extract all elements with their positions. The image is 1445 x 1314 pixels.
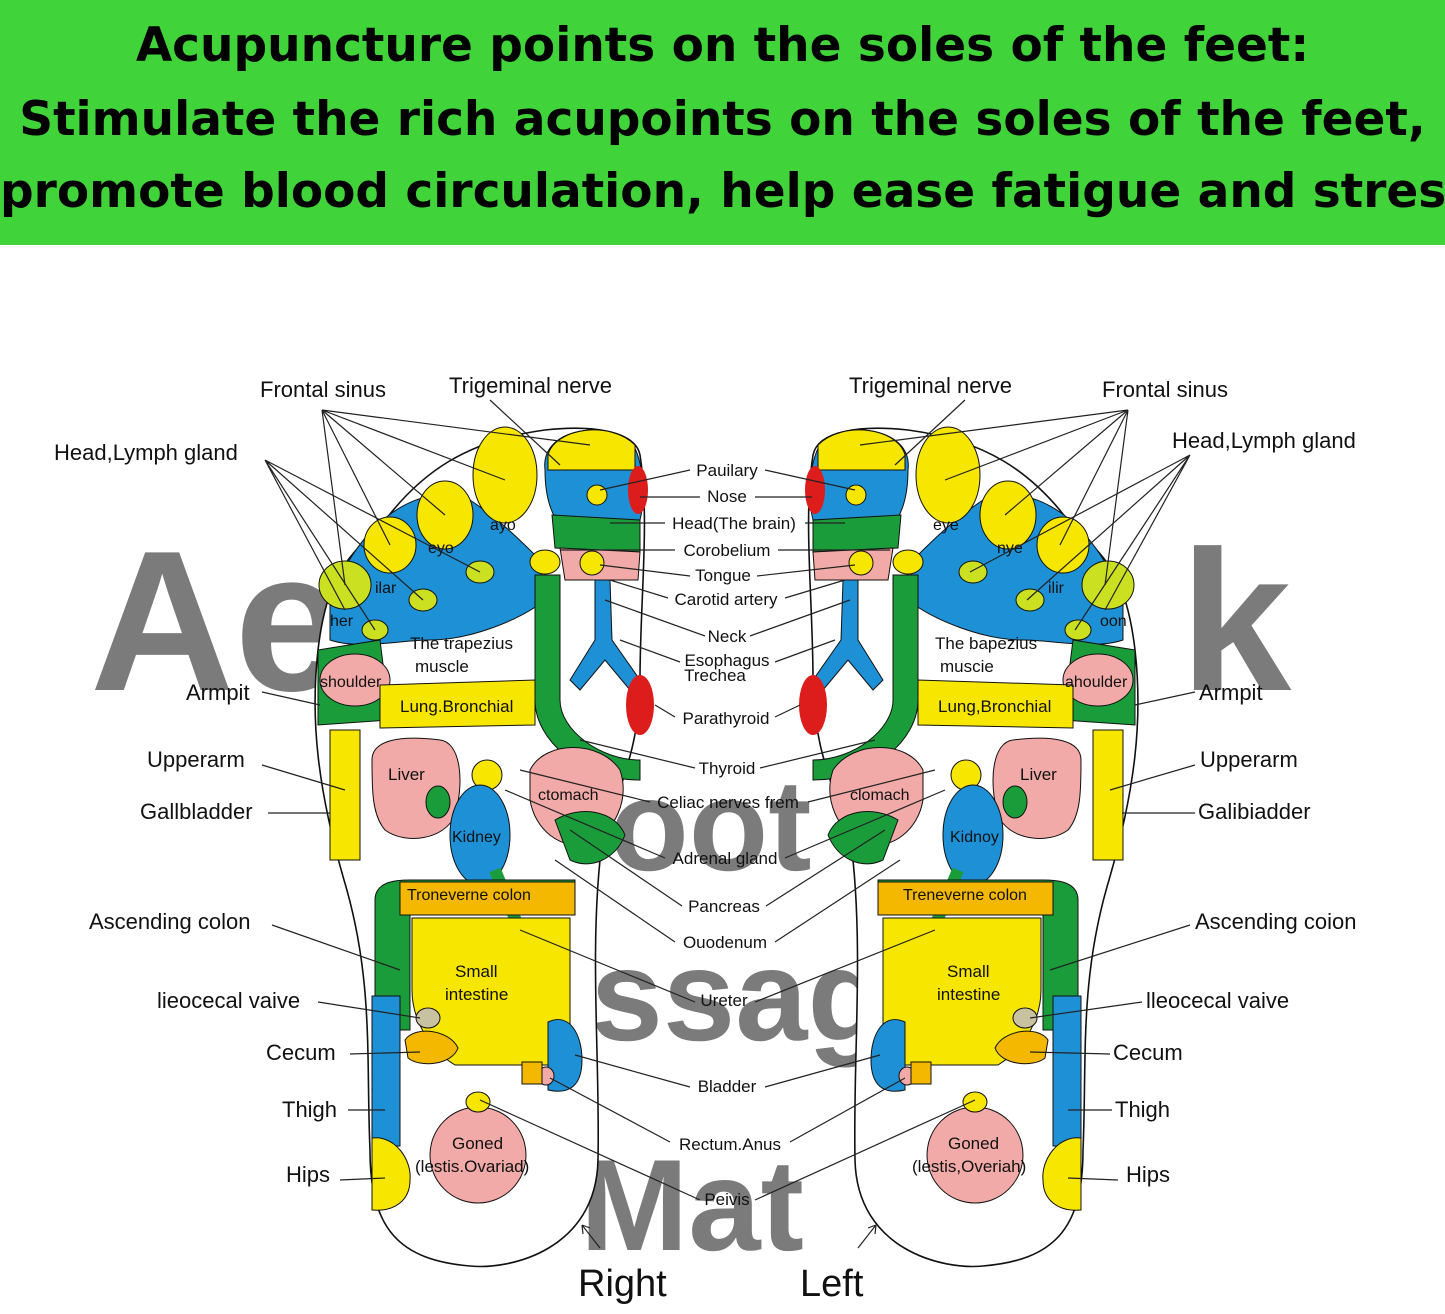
left-other-label: oon — [1100, 613, 1127, 630]
right-cecum-label: Cecum — [1113, 1040, 1183, 1065]
left-shoulder-label: ahoulder — [1065, 674, 1128, 691]
banner-line-2: Stimulate the rich acupoints on the sole… — [19, 92, 1426, 147]
left-gallbladder-label: Gallbladder — [140, 799, 253, 824]
center-label: Head(The brain) — [672, 514, 796, 533]
left-colon-label: Treneverne colon — [903, 887, 1027, 904]
watermark-word-1: Ae — [90, 510, 346, 733]
right-small-intestine-1: Small — [455, 962, 498, 981]
left-trigeminal-label: Trigeminal nerve — [449, 373, 612, 398]
title-banner: Acupuncture points on the soles of the f… — [0, 0, 1445, 245]
right-gallbladder-label: Galibiadder — [1198, 799, 1311, 824]
center-label: Adrenal gland — [673, 849, 778, 868]
center-label: Esophagus — [684, 651, 769, 670]
right-stomach-label: ctomach — [538, 787, 598, 804]
right-head-lymph-label: Head,Lymph gland — [1172, 428, 1356, 453]
right-colon-label: Troneverne colon — [407, 887, 531, 904]
center-labels: Pauilary Nose Head(The brain) Corobelium… — [657, 461, 799, 1209]
center-label: Pauilary — [696, 461, 758, 480]
center-label: Peivis — [704, 1190, 749, 1209]
right-foot: ayo eyo ilar her The trapezius muscle sh… — [315, 427, 654, 1266]
right-eye2-label: eyo — [428, 540, 454, 557]
left-gonad-1: Goned — [948, 1134, 999, 1153]
watermark-word-5: Mat — [580, 1132, 804, 1278]
center-label: Carotid artery — [675, 590, 778, 609]
right-eye-label: ayo — [490, 517, 516, 534]
right-lung-label: Lung.Bronchial — [400, 697, 513, 716]
left-small-intestine-2: intestine — [937, 985, 1000, 1004]
left-ear-label: ilir — [1048, 580, 1065, 597]
right-ear-label: ilar — [375, 580, 397, 597]
left-eye-label: eye — [933, 517, 959, 534]
center-label: Bladder — [698, 1077, 757, 1096]
left-stomach-label: clomach — [850, 787, 910, 804]
center-label: Corobelium — [684, 541, 771, 560]
center-label: Parathyroid — [683, 709, 770, 728]
left-foot: eye nye ilir oon The bapezius muscie aho… — [799, 427, 1138, 1266]
left-hips-label: Hips — [286, 1162, 330, 1187]
right-hips-label: Hips — [1126, 1162, 1170, 1187]
watermark-word-2: k — [1180, 510, 1292, 733]
right-trapezius-label-2: muscle — [415, 657, 469, 676]
right-ascending-colon-label: Ascending coion — [1195, 909, 1356, 934]
leader-lines — [261, 399, 1196, 1249]
right-thigh-label: Thigh — [1115, 1097, 1170, 1122]
left-upperarm-label: Upperarm — [147, 747, 245, 772]
center-label: Ureter — [700, 991, 748, 1010]
right-other-label: her — [330, 613, 354, 630]
left-head-lymph-label: Head,Lymph gland — [54, 440, 238, 465]
center-label: Ouodenum — [683, 933, 767, 952]
right-armpit-label: Armpit — [1199, 680, 1263, 705]
right-trapezius-label-1: The trapezius — [410, 634, 513, 653]
right-frontal-sinus-label: Frontal sinus — [1102, 377, 1228, 402]
center-label: Nose — [707, 487, 747, 506]
left-thigh-label: Thigh — [282, 1097, 337, 1122]
right-gonad-2: (lestis.Ovariad) — [415, 1157, 529, 1176]
left-ileocecal-label: lieocecal vaive — [157, 988, 300, 1013]
center-label: Pancreas — [688, 897, 760, 916]
right-kidney-label: Kidney — [452, 829, 501, 846]
right-ileocecal-label: lleocecal vaive — [1146, 988, 1289, 1013]
banner-line-1: Acupuncture points on the soles of the f… — [135, 18, 1310, 73]
left-gonad-2: (lestis,Overiah) — [912, 1157, 1026, 1176]
right-small-intestine-2: intestine — [445, 985, 508, 1004]
center-label: Thyroid — [699, 759, 756, 778]
right-trigeminal-label: Trigeminal nerve — [849, 373, 1012, 398]
center-label: Celiac nerves frem — [657, 793, 799, 812]
center-label: Neck — [708, 627, 747, 646]
left-cecum-label: Cecum — [266, 1040, 336, 1065]
left-trapezius-label-2: muscie — [940, 657, 994, 676]
right-gonad-1: Goned — [452, 1134, 503, 1153]
left-trapezius-label-1: The bapezius — [935, 634, 1037, 653]
right-upperarm-label: Upperarm — [1200, 747, 1298, 772]
center-label: Rectum.Anus — [679, 1135, 781, 1154]
left-liver-label: Liver — [1020, 765, 1057, 784]
left-eye2-label: nye — [997, 540, 1023, 557]
left-lung-label: Lung,Bronchial — [938, 697, 1051, 716]
center-label: Trechea — [684, 666, 746, 685]
left-frontal-sinus-label: Frontal sinus — [260, 377, 386, 402]
left-armpit-label: Armpit — [186, 680, 250, 705]
center-label: Tongue — [695, 566, 751, 585]
left-ascending-colon-label: Ascending colon — [89, 909, 250, 934]
left-kidney-label: Kidnoy — [950, 829, 999, 846]
banner-line-3: promote blood circulation, help ease fat… — [0, 164, 1445, 219]
right-shoulder-label: shoulder — [320, 674, 382, 691]
left-small-intestine-1: Small — [947, 962, 990, 981]
left-foot-name: Left — [800, 1263, 864, 1305]
right-liver-label: Liver — [388, 765, 425, 784]
right-foot-name: Right — [578, 1263, 667, 1305]
